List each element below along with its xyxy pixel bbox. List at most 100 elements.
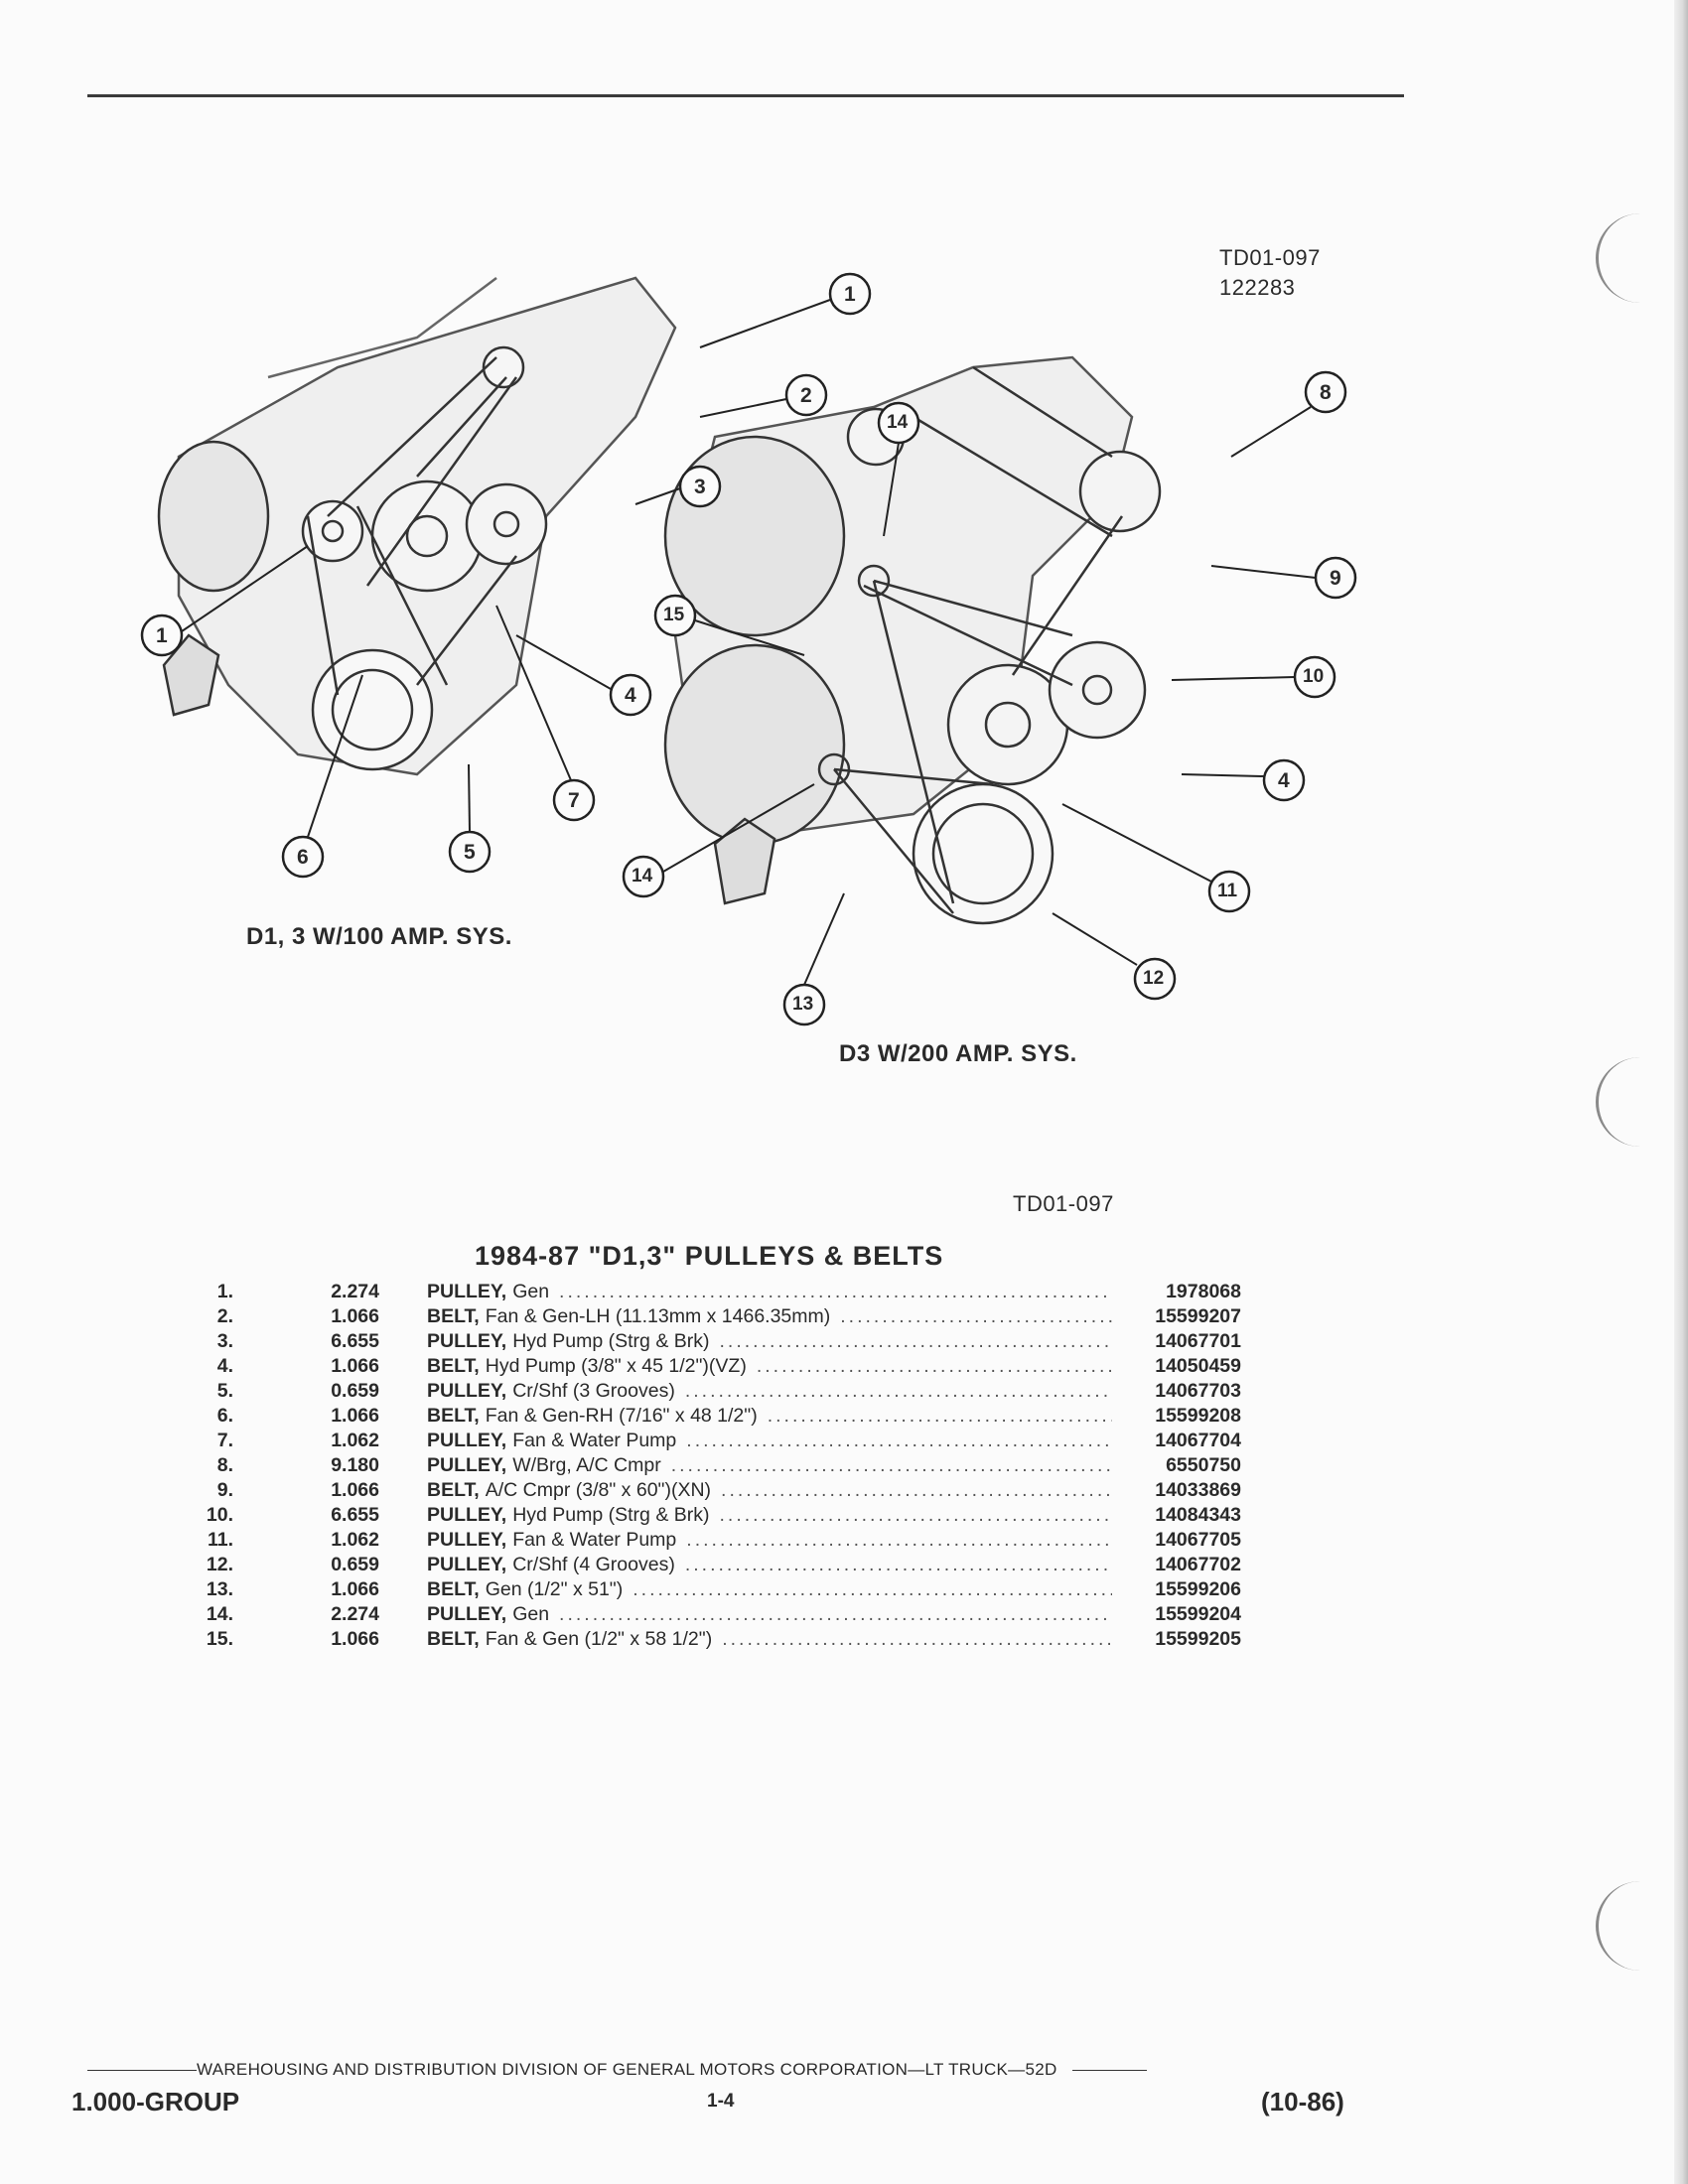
- part-name: PULLEY,: [427, 1330, 507, 1352]
- figure-code: TD01-097 122283: [1219, 243, 1321, 303]
- part-name: PULLEY,: [427, 1504, 507, 1526]
- part-name: PULLEY,: [427, 1529, 507, 1551]
- part-description: BELT,Hyd Pump (3/8" x 45 1/2")(VZ): [427, 1355, 1122, 1378]
- part-detail: Gen: [512, 1281, 550, 1302]
- part-number: 1978068: [1166, 1281, 1241, 1302]
- callout-left-1: 1: [844, 283, 856, 306]
- part-name: PULLEY,: [427, 1430, 507, 1451]
- part-quantity: 6.655: [331, 1330, 379, 1352]
- callout-left-2: 2: [800, 384, 812, 407]
- part-detail: Fan & Gen (1/2" x 58 1/2"): [485, 1628, 713, 1650]
- part-quantity: 1.066: [331, 1305, 379, 1327]
- callout-right-12: 12: [1143, 968, 1165, 989]
- callout-left-6: 6: [297, 846, 309, 869]
- dot-leader: [719, 1330, 1112, 1353]
- part-name: PULLEY,: [427, 1380, 507, 1402]
- part-index: 8.: [216, 1454, 233, 1476]
- part-index: 5.: [216, 1380, 233, 1402]
- part-detail: W/Brg, A/C Cmpr: [512, 1454, 661, 1476]
- part-description: BELT,A/C Cmpr (3/8" x 60")(XN): [427, 1479, 1122, 1502]
- part-quantity: 2.274: [331, 1603, 379, 1625]
- figure-date-code: 122283: [1219, 275, 1296, 300]
- part-number: 14067703: [1155, 1380, 1241, 1402]
- part-quantity: 9.180: [331, 1454, 379, 1476]
- callout-left-4: 4: [625, 684, 636, 707]
- part-quantity: 2.274: [331, 1281, 379, 1302]
- part-detail: Hyd Pump (Strg & Brk): [512, 1504, 710, 1526]
- part-number: 14067702: [1155, 1554, 1241, 1575]
- part-quantity: 1.066: [331, 1628, 379, 1650]
- part-description: PULLEY,Hyd Pump (Strg & Brk): [427, 1504, 1122, 1527]
- part-index: 4.: [216, 1355, 233, 1377]
- engine-belt-diagram: [140, 272, 1357, 1026]
- part-description: BELT,Gen (1/2" x 51"): [427, 1578, 1122, 1601]
- part-description: PULLEY,Cr/Shf (4 Grooves): [427, 1554, 1122, 1576]
- part-name: BELT,: [427, 1405, 480, 1427]
- punch-hole-top: [1596, 213, 1658, 303]
- part-detail: Fan & Water Pump: [512, 1529, 677, 1551]
- callout-right-15: 15: [663, 605, 685, 625]
- punch-hole-bottom: [1596, 1881, 1658, 1971]
- dot-leader: [633, 1578, 1112, 1601]
- part-number: 14033869: [1155, 1479, 1241, 1501]
- part-name: BELT,: [427, 1578, 480, 1600]
- part-index: 1.: [216, 1281, 233, 1302]
- part-detail: Hyd Pump (3/8" x 45 1/2")(VZ): [485, 1355, 747, 1377]
- part-detail: Cr/Shf (4 Grooves): [512, 1554, 675, 1575]
- part-number: 14084343: [1155, 1504, 1241, 1526]
- dot-leader: [719, 1504, 1112, 1527]
- part-index: 15.: [206, 1628, 233, 1650]
- dot-leader: [757, 1355, 1112, 1378]
- footer-page-number: 1-4: [707, 2091, 735, 2112]
- part-detail: Cr/Shf (3 Grooves): [512, 1380, 675, 1402]
- part-index: 7.: [216, 1430, 233, 1451]
- part-number: 15599208: [1155, 1405, 1241, 1427]
- part-description: PULLEY,Gen: [427, 1281, 1122, 1303]
- part-index: 2.: [216, 1305, 233, 1327]
- part-quantity: 1.062: [331, 1529, 379, 1551]
- part-quantity: 1.062: [331, 1430, 379, 1451]
- dot-leader: [686, 1430, 1112, 1452]
- callout-left-5: 5: [464, 841, 476, 864]
- part-number: 6550750: [1166, 1454, 1241, 1476]
- part-index: 9.: [216, 1479, 233, 1501]
- dot-leader: [722, 1628, 1112, 1651]
- dot-leader: [721, 1479, 1112, 1502]
- part-detail: Gen: [512, 1603, 550, 1625]
- part-number: 14067704: [1155, 1430, 1241, 1451]
- footer-group: 1.000-GROUP: [71, 2087, 240, 2116]
- dot-leader: [559, 1603, 1112, 1626]
- left-figure-caption: D1, 3 W/100 AMP. SYS.: [246, 923, 512, 950]
- footer-revision: (10-86): [1261, 2087, 1344, 2116]
- callout-right-9: 9: [1330, 567, 1341, 590]
- callout-right-11: 11: [1217, 881, 1238, 901]
- part-index: 3.: [216, 1330, 233, 1352]
- parts-list: 1.2.274PULLEY,Gen19780682.1.066BELT,Fan …: [189, 1281, 1241, 1653]
- part-detail: Fan & Gen-LH (11.13mm x 1466.35mm): [485, 1305, 831, 1327]
- part-detail: Hyd Pump (Strg & Brk): [512, 1330, 710, 1352]
- part-index: 11.: [207, 1529, 233, 1551]
- part-row: 2. 1.066 BELT,Fan & Gen-LH (11.13mm x 1466…: [189, 1305, 1241, 1330]
- part-number: 14050459: [1155, 1355, 1241, 1377]
- dot-leader: [559, 1281, 1112, 1303]
- part-description: PULLEY,Fan & Water Pump: [427, 1529, 1122, 1552]
- part-name: BELT,: [427, 1355, 480, 1377]
- callout-left-3: 3: [694, 476, 706, 498]
- part-detail: A/C Cmpr (3/8" x 60")(XN): [485, 1479, 712, 1501]
- figure-code-bottom: TD01-097: [1013, 1191, 1114, 1216]
- part-description: BELT,Fan & Gen-LH (11.13mm x 1466.35mm): [427, 1305, 1122, 1328]
- part-index: 10.: [206, 1504, 233, 1526]
- part-name: BELT,: [427, 1479, 480, 1501]
- part-number: 15599206: [1155, 1578, 1241, 1600]
- dot-leader: [685, 1380, 1112, 1403]
- part-quantity: 0.659: [331, 1554, 379, 1575]
- part-number: 15599204: [1155, 1603, 1241, 1625]
- part-index: 14.: [206, 1603, 233, 1625]
- part-index: 6.: [216, 1405, 233, 1427]
- section-title: 1984-87 "D1,3" PULLEYS & BELTS: [475, 1241, 944, 1271]
